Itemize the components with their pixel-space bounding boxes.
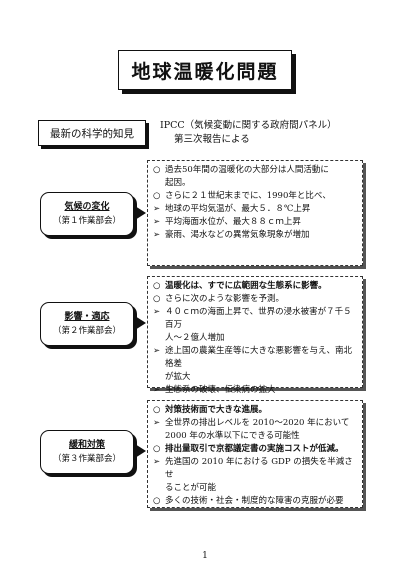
- arrow-bullet-icon: ➢: [153, 230, 161, 240]
- panel-line: ➢生態系の破壊、伝染病の拡大: [153, 385, 276, 395]
- panel-line: ○多くの技術・社会・制度的な障害の克服が必要: [153, 496, 344, 506]
- panel-line: ○対策技術面で大きな進展。: [153, 405, 268, 415]
- bullet-marker: ○: [153, 165, 161, 175]
- working-group-2-box: 影響・適応 （第２作業部会）: [40, 302, 134, 346]
- arrow-icon: [135, 444, 146, 458]
- bullet-marker: ○: [153, 294, 161, 304]
- working-group-3-sub: （第３作業部会）: [52, 454, 121, 464]
- working-group-1-sub: （第１作業部会）: [52, 216, 121, 226]
- working-group-2-name: 影響・適応: [64, 312, 110, 322]
- note-line-2: 第三次報告による: [174, 134, 250, 145]
- panel-line: ➢豪雨、渇水などの異常気象現象が増加: [153, 230, 310, 240]
- bullet-marker: ○: [153, 444, 161, 454]
- panel-line: 人～２億人増加: [165, 333, 225, 343]
- arrow-icon: [135, 206, 146, 220]
- working-group-1-name: 気候の変化: [64, 202, 110, 212]
- bullet-marker: ○: [153, 191, 161, 201]
- panel-line: 起因。: [165, 178, 191, 188]
- section-label: 最新の科学的知見: [38, 120, 146, 146]
- panel-line: ➢全世界の排出レベルを 2010～2020 年において: [153, 418, 350, 428]
- panel-line: 2000 年の水準以下にできる可能性: [165, 431, 300, 441]
- arrow-bullet-icon: ➢: [153, 418, 161, 428]
- arrow-icon: [135, 316, 146, 330]
- panel-mitigation: ○対策技術面で大きな進展。 ➢全世界の排出レベルを 2010～2020 年におい…: [147, 400, 363, 508]
- panel-line: ○さらに２１世紀末までに、1990年と比べ、: [153, 191, 331, 201]
- panel-line: ○さらに次のような影響を予測。: [153, 294, 285, 304]
- arrow-bullet-icon: ➢: [153, 346, 161, 356]
- page-number: 1: [202, 551, 208, 561]
- panel-line: ることが可能: [165, 483, 217, 493]
- panel-line: ○温暖化は、すでに広範囲な生態系に影響。: [153, 281, 327, 291]
- panel-line: ○排出量取引で京都議定書の実施コストが低減。: [153, 444, 344, 454]
- working-group-2-sub: （第２作業部会）: [52, 326, 121, 336]
- working-group-1-box: 気候の変化 （第１作業部会）: [40, 192, 134, 236]
- panel-line: が拡大: [165, 372, 191, 382]
- panel-line: ➢地球の平均気温が、最大５．８℃上昇: [153, 204, 311, 214]
- working-group-3-box: 緩和対策 （第３作業部会）: [40, 430, 134, 474]
- panel-impacts-adaptation: ○温暖化は、すでに広範囲な生態系に影響。 ○さらに次のような影響を予測。 ➢４０…: [147, 276, 363, 395]
- panel-line: ➢４０ｃｍの海面上昇で、世界の浸水被害が７千５百万: [153, 307, 352, 330]
- arrow-bullet-icon: ➢: [153, 457, 161, 467]
- note-line-1: IPCC（気候変動に関する政府間パネル）: [160, 120, 337, 131]
- panel-line: ➢途上国の農業生産等に大きな悪影響を与え、南北格差: [153, 346, 353, 369]
- bullet-marker: ○: [153, 405, 161, 415]
- arrow-bullet-icon: ➢: [153, 307, 161, 317]
- working-group-3-name: 緩和対策: [68, 440, 105, 450]
- arrow-bullet-icon: ➢: [153, 204, 161, 214]
- bullet-marker: ○: [153, 281, 161, 291]
- panel-line: ➢先進国の 2010 年における GDP の損失を半減させ: [153, 457, 353, 480]
- arrow-bullet-icon: ➢: [153, 385, 161, 395]
- bullet-marker: ○: [153, 496, 161, 506]
- arrow-bullet-icon: ➢: [153, 217, 161, 227]
- panel-climate-change: ○過去50年間の温暖化の大部分は人間活動に 起因。 ○さらに２１世紀末までに、1…: [147, 160, 363, 266]
- panel-line: ○過去50年間の温暖化の大部分は人間活動に: [153, 165, 329, 175]
- page-title: 地球温暖化問題: [118, 50, 292, 90]
- panel-line: ➢平均海面水位が、最大８８ｃｍ上昇: [153, 217, 301, 227]
- section-note: IPCC（気候変動に関する政府間パネル） 第三次報告による: [160, 119, 337, 147]
